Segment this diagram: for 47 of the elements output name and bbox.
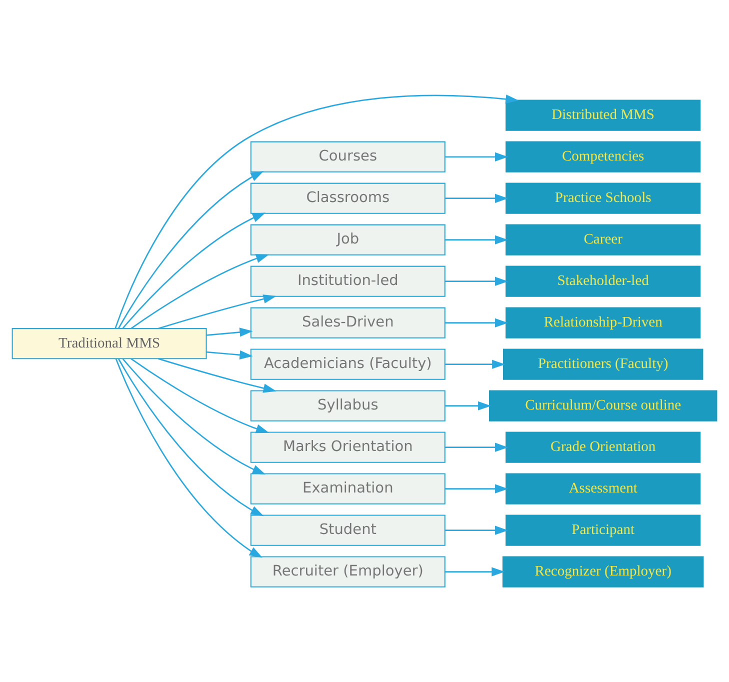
node-box: Recruiter (Employer) <box>250 556 446 588</box>
node-box: Traditional MMS <box>12 328 207 360</box>
node-box: Participant <box>506 514 701 546</box>
node-box: Student <box>250 514 446 546</box>
node-box: Practitioners (Faculty) <box>502 348 704 380</box>
arrow <box>445 194 508 203</box>
node-box: Classrooms <box>250 182 446 214</box>
arrow <box>130 358 270 434</box>
arrow <box>118 171 264 329</box>
arrow <box>122 358 266 474</box>
node-box: Courses <box>250 141 446 172</box>
arrow <box>445 360 506 369</box>
node-box: Curriculum/Course outline <box>488 390 718 422</box>
arrow <box>158 294 276 330</box>
arrow <box>122 212 266 329</box>
arrow <box>445 526 508 535</box>
arrow <box>445 442 508 452</box>
arrow <box>158 358 276 393</box>
arrow <box>445 484 508 494</box>
arrow <box>445 235 508 244</box>
arrow <box>445 276 508 286</box>
arrow <box>445 318 508 328</box>
node-box: Job <box>250 224 446 256</box>
arrow <box>115 358 262 558</box>
node-box: Career <box>506 224 701 256</box>
node-box: Recognizer (Employer) <box>502 556 704 588</box>
node-box: Sales-Driven <box>250 307 446 338</box>
node-box: Syllabus <box>250 390 446 422</box>
node-box: Stakeholder-led <box>506 266 701 297</box>
arrow <box>130 254 270 329</box>
arrow <box>206 328 253 337</box>
arrow <box>445 401 492 410</box>
arrow <box>114 94 519 329</box>
node-box: Institution-led <box>250 266 446 297</box>
node-box: Competencies <box>506 141 701 172</box>
node-box: Assessment <box>506 473 701 504</box>
arrow <box>118 358 264 516</box>
arrow <box>445 152 508 162</box>
arrow <box>445 567 505 576</box>
node-box: Academicians (Faculty) <box>250 348 446 380</box>
node-box: Grade Orientation <box>506 432 701 463</box>
arrow <box>206 350 253 360</box>
node-box: Relationship-Driven <box>506 307 701 338</box>
node-box: Distributed MMS <box>506 100 701 131</box>
node-box: Marks Orientation <box>250 432 446 463</box>
node-box: Examination <box>250 473 446 504</box>
node-box: Practice Schools <box>506 182 701 214</box>
